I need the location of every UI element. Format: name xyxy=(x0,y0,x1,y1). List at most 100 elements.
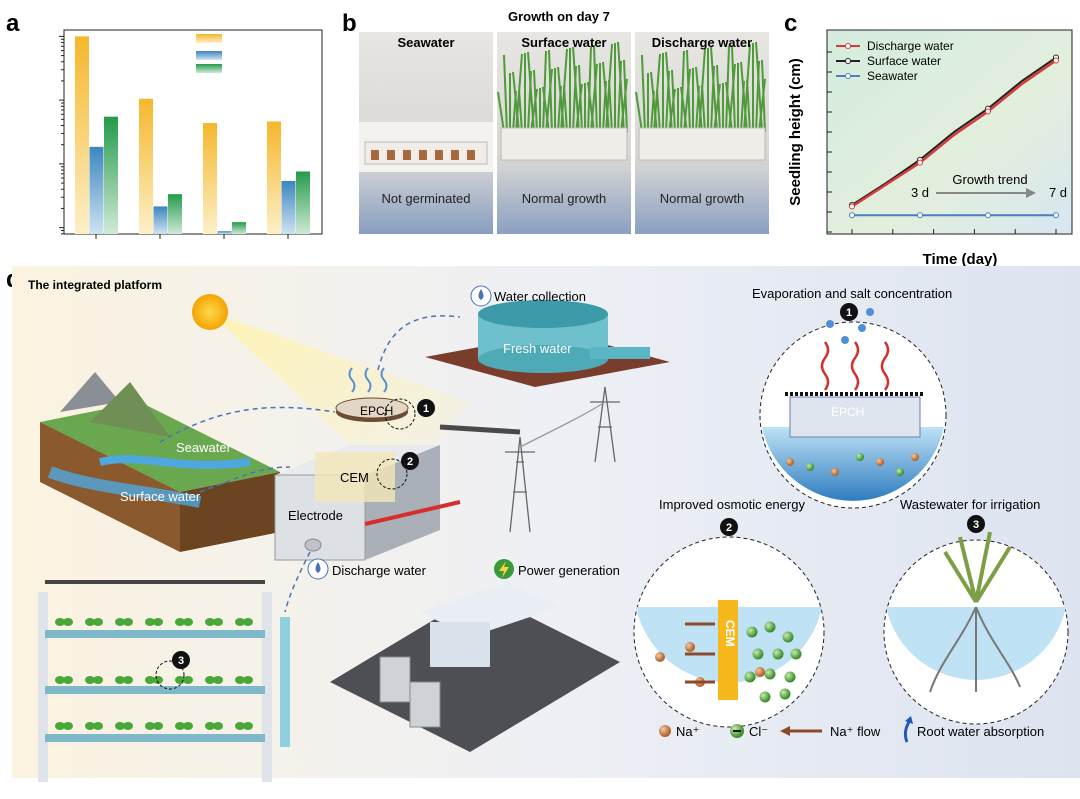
bar-3-1 xyxy=(281,180,296,234)
svg-text:3: 3 xyxy=(178,655,184,667)
plot-frame xyxy=(63,29,323,235)
bar-0-2 xyxy=(104,116,118,234)
series-point xyxy=(985,108,991,115)
step-badge-inset-2: 2 xyxy=(720,518,738,536)
svg-text:2: 2 xyxy=(407,456,413,468)
grass-blade xyxy=(665,51,673,133)
grass-blade xyxy=(710,46,718,133)
plant-leaf xyxy=(85,676,95,684)
cl-ion xyxy=(752,648,764,660)
plant-leaf xyxy=(205,722,215,730)
bar-0-0 xyxy=(75,36,89,234)
bar-2-0 xyxy=(203,123,217,234)
cl-ion xyxy=(772,648,784,660)
cl-ion xyxy=(779,688,791,700)
legend-seawater: Seawater xyxy=(867,69,918,83)
cl-ion xyxy=(782,631,794,643)
cl-ion xyxy=(764,668,776,680)
terrain-block xyxy=(40,372,280,552)
grass-blade xyxy=(650,71,658,133)
y-axis-ticks xyxy=(59,35,64,235)
legend-discharge-water: Discharge water xyxy=(867,39,954,53)
cl-ion xyxy=(759,691,771,703)
plant-leaf xyxy=(205,676,215,684)
water-tank xyxy=(425,300,670,387)
plant-leaf xyxy=(63,676,73,684)
bar-2-1 xyxy=(217,231,232,234)
bar-group xyxy=(75,36,310,234)
plant-leaf xyxy=(175,618,185,626)
hydroponic-shelf xyxy=(38,580,290,782)
grass-blade xyxy=(593,44,598,133)
panel-label-a: a xyxy=(6,10,20,37)
plant-leaf xyxy=(243,676,253,684)
grass-blade xyxy=(587,81,595,133)
bar-1-1 xyxy=(153,206,168,234)
plant-leaf xyxy=(243,618,253,626)
grass-blade xyxy=(695,66,703,133)
plot-frame xyxy=(826,29,1073,235)
svg-text:3: 3 xyxy=(973,519,979,531)
panel-d-title: The integrated platform xyxy=(28,278,163,292)
grass-blade xyxy=(542,86,550,133)
label-water-collection: Water collection xyxy=(494,289,586,304)
column-header-surface-water: Surface water xyxy=(521,35,607,50)
plant-leaf xyxy=(183,618,193,626)
trend-arrow-head xyxy=(1026,188,1036,198)
plant-leaf xyxy=(153,618,163,626)
bar-3-0 xyxy=(267,121,281,234)
inset-title-irrigation: Wastewater for irrigation xyxy=(900,497,1041,512)
grass-blade xyxy=(641,54,646,133)
grass-blade xyxy=(518,89,523,133)
plant-leaf xyxy=(85,722,95,730)
series-point xyxy=(849,212,855,219)
label-fresh-water: Fresh water xyxy=(503,341,572,356)
discharge-drop-icon xyxy=(307,558,329,580)
panel-label-b: b xyxy=(342,10,357,37)
legend-root-absorption-label: Root water absorption xyxy=(917,724,1045,739)
label-discharge-water: Discharge water xyxy=(332,563,426,578)
power-towers xyxy=(505,386,620,533)
grass-blade xyxy=(578,64,583,133)
label-seawater: Seawater xyxy=(176,440,231,455)
grass-blade xyxy=(716,64,721,133)
plant-leaf xyxy=(205,618,215,626)
inset-title-evaporation: Evaporation and salt concentration xyxy=(752,286,953,301)
cable-red xyxy=(364,500,461,526)
inset-label-cem: CEM xyxy=(723,620,737,647)
label-surface-water: Surface water xyxy=(120,489,201,504)
legend-swatch-green xyxy=(196,64,222,73)
grass-blade xyxy=(680,86,688,133)
substation xyxy=(330,582,620,752)
panel-d-schematic: 1 2 3 xyxy=(12,266,1080,782)
annotation-growth-trend: Growth trend xyxy=(952,172,1027,187)
grass-blade xyxy=(602,61,610,133)
plant-leaf xyxy=(235,676,245,684)
grass-blade xyxy=(731,44,736,133)
svg-text:2: 2 xyxy=(726,522,732,534)
label-cem: CEM xyxy=(340,470,369,485)
grass-blade xyxy=(548,49,553,133)
grass-blade xyxy=(557,66,565,133)
plant-leaf xyxy=(153,722,163,730)
cl-ion xyxy=(746,626,758,638)
water-drop-icon xyxy=(470,285,492,307)
plant-leaf xyxy=(213,618,223,626)
grass-blade xyxy=(746,79,751,133)
plant-leaf xyxy=(123,618,133,626)
legend-na-flow-arrow xyxy=(780,726,822,736)
plant-leaf xyxy=(93,618,103,626)
plant-leaf xyxy=(243,722,253,730)
plant-leaf xyxy=(153,676,163,684)
plant-leaf xyxy=(123,722,133,730)
x-axis-ticks xyxy=(95,234,289,239)
series-point xyxy=(917,159,923,166)
plant-leaf xyxy=(145,618,155,626)
grass-blade xyxy=(497,91,505,133)
plant-leaf xyxy=(213,722,223,730)
photo-discharge-water xyxy=(635,32,769,234)
plant-leaf xyxy=(213,676,223,684)
x-axis-label: Time (day) xyxy=(923,251,998,268)
series-point xyxy=(985,212,991,219)
plant-leaf xyxy=(93,676,103,684)
